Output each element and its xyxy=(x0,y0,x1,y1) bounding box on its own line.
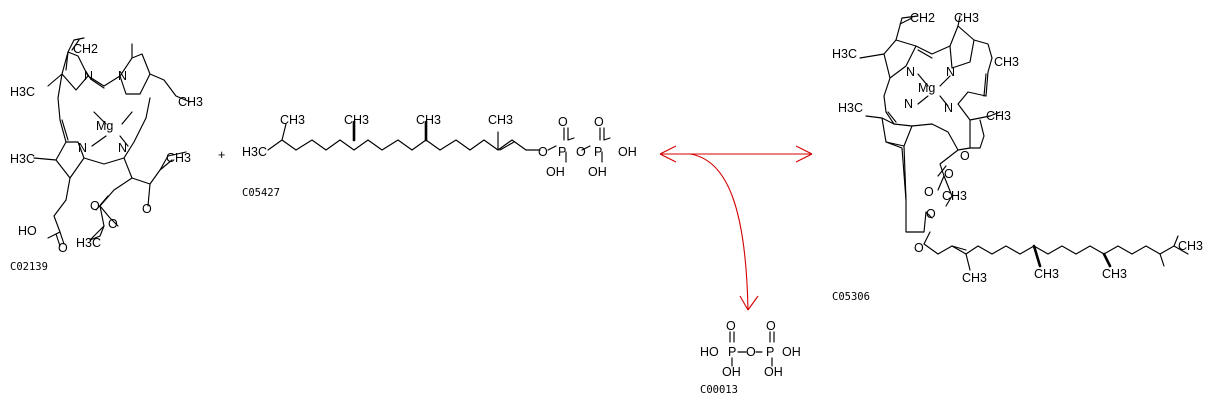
label-n: N xyxy=(906,65,915,79)
label-o: O xyxy=(576,145,586,159)
label-ch3: CH3 xyxy=(178,95,203,109)
label-oh: OH xyxy=(722,365,741,379)
label-ch3: CH3 xyxy=(416,113,441,127)
label-n: N xyxy=(84,69,93,83)
compound-id-c05427: C05427 xyxy=(242,187,280,199)
label-o: O xyxy=(58,241,68,255)
label-n: N xyxy=(118,141,127,155)
label-o: O xyxy=(558,115,568,129)
label-h3c: H3C xyxy=(76,236,101,250)
label-oh: OH xyxy=(618,145,637,159)
label-n: N xyxy=(904,97,913,111)
label-h3c: H3C xyxy=(10,85,35,99)
label-mg: Mg xyxy=(96,119,113,133)
label-oh: OH xyxy=(782,345,801,359)
label-o: O xyxy=(90,199,100,213)
label-ch2: CH2 xyxy=(910,11,935,25)
label-p: P xyxy=(728,345,736,359)
label-ho: HO xyxy=(18,224,37,238)
label-oh: OH xyxy=(764,365,783,379)
label-o: O xyxy=(746,345,756,359)
compound-id-c02139: C02139 xyxy=(10,261,48,273)
structure-c00013: O O HO P O P OH OH OH C00013 xyxy=(700,319,801,396)
label-o: O xyxy=(142,202,152,216)
structure-c05306: CH2 H3C CH3 CH3 N N N N Mg H3C CH3 O O O… xyxy=(832,11,1203,303)
label-ch3: CH3 xyxy=(280,113,305,127)
label-ho: HO xyxy=(700,345,719,359)
label-o: O xyxy=(594,115,604,129)
label-o: O xyxy=(766,319,776,333)
label-n: N xyxy=(78,141,87,155)
structure-c05427: CH3 CH3 CH3 CH3 H3C O P O P O OH O O OH … xyxy=(242,113,637,199)
label-n: N xyxy=(944,101,953,115)
label-p: P xyxy=(558,145,566,159)
label-o: O xyxy=(108,217,118,231)
label-n: N xyxy=(946,65,955,79)
label-o: O xyxy=(914,241,924,255)
label-p: P xyxy=(594,145,602,159)
compound-id-c05306: C05306 xyxy=(832,291,870,303)
plus-sign: + xyxy=(218,148,225,162)
label-mg: Mg xyxy=(918,81,935,95)
label-o: O xyxy=(944,167,954,181)
label-oh: OH xyxy=(588,165,607,179)
label-ch3: CH3 xyxy=(488,113,513,127)
label-ch2: CH2 xyxy=(73,42,98,56)
structure-c02139: CH2 H3C CH3 N N N N Mg H3C CH3 HO O O H3… xyxy=(10,37,203,273)
label-h3c: H3C xyxy=(838,101,863,115)
label-ch3: CH3 xyxy=(942,189,967,203)
compound-id-c00013: C00013 xyxy=(700,384,738,396)
reversible-arrow xyxy=(659,145,813,163)
label-o: O xyxy=(926,207,936,221)
label-ch3: CH3 xyxy=(994,55,1019,69)
c05306-bonds xyxy=(859,15,1189,271)
label-ch3: CH3 xyxy=(1034,267,1059,281)
c00013-bonds xyxy=(729,331,775,367)
c05427-bonds xyxy=(267,120,611,163)
label-ch3: CH3 xyxy=(954,11,979,25)
label-p: P xyxy=(766,345,774,359)
c02139-bonds xyxy=(33,37,191,247)
label-o: O xyxy=(726,319,736,333)
label-h3c: H3C xyxy=(10,152,35,166)
label-ch3: CH3 xyxy=(986,109,1011,123)
label-ch3: CH3 xyxy=(1102,267,1127,281)
label-ch3: CH3 xyxy=(344,113,369,127)
label-ch3: CH3 xyxy=(166,151,191,165)
label-n: N xyxy=(118,69,127,83)
side-product-arrow xyxy=(689,153,759,311)
label-o: O xyxy=(960,149,970,163)
label-oh: OH xyxy=(546,165,565,179)
label-h3c: H3C xyxy=(242,145,267,159)
label-ch3: CH3 xyxy=(962,271,987,285)
label-o: O xyxy=(924,185,934,199)
label-ch3: CH3 xyxy=(1178,239,1203,253)
label-o: O xyxy=(538,145,548,159)
reaction-arrows xyxy=(659,145,813,311)
label-h3c: H3C xyxy=(832,47,857,61)
